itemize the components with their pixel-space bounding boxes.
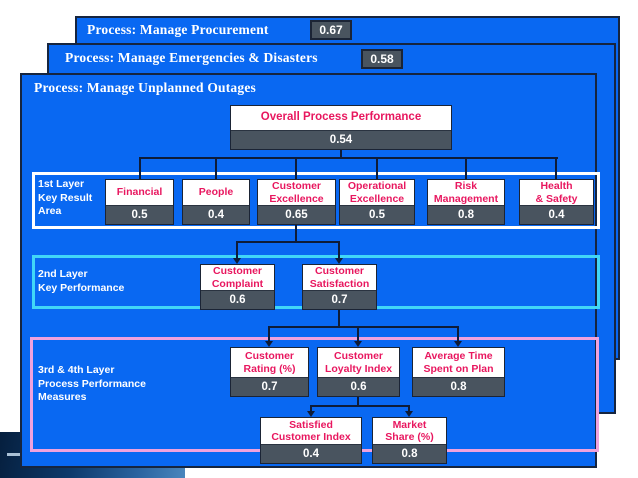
node-label: Customer Complaint bbox=[211, 265, 264, 290]
band-label-1st-layer: 1st Layer Key Result Area bbox=[38, 178, 93, 218]
connector-line bbox=[236, 241, 238, 258]
node-label: Market Share (%) bbox=[385, 418, 434, 443]
node-financial: Financial 0.5 bbox=[105, 179, 174, 225]
connector-line bbox=[357, 326, 359, 341]
connector-arrow bbox=[265, 341, 273, 347]
node-customer-excellence: Customer Excellence 0.65 bbox=[257, 179, 336, 225]
connector-arrow bbox=[307, 411, 315, 417]
connector-line bbox=[408, 405, 410, 412]
node-value: 0.4 bbox=[261, 444, 361, 463]
connector-line bbox=[457, 326, 459, 341]
node-value: 0.7 bbox=[231, 377, 308, 396]
node-value: 0.5 bbox=[340, 205, 414, 224]
node-value: 0.8 bbox=[373, 444, 446, 463]
node-value: 0.4 bbox=[520, 205, 593, 224]
node-label: Risk Management bbox=[433, 180, 499, 205]
node-label: Customer Satisfaction bbox=[309, 265, 370, 290]
node-label: Customer Excellence bbox=[269, 180, 324, 205]
node-value: 0.4 bbox=[183, 205, 249, 224]
band-label-2nd-layer: 2nd Layer Key Performance bbox=[38, 268, 125, 294]
node-value: 0.5 bbox=[106, 205, 173, 224]
score-badge-emergencies: 0.58 bbox=[361, 49, 403, 69]
connector-arrow bbox=[233, 258, 241, 264]
node-value: 0.8 bbox=[413, 377, 504, 396]
connector-line bbox=[465, 157, 467, 179]
node-satisfied-customer-index: Satisfied Customer Index 0.4 bbox=[260, 417, 362, 464]
connector-line bbox=[338, 241, 340, 258]
score-badge-procurement: 0.67 bbox=[310, 20, 352, 40]
node-label: Operational Excellence bbox=[347, 180, 407, 205]
node-label: Financial bbox=[116, 186, 163, 199]
node-value: 0.7 bbox=[303, 290, 376, 309]
connector-line bbox=[295, 157, 297, 179]
node-value: 0.6 bbox=[318, 377, 399, 396]
node-customer-rating: Customer Rating (%) 0.7 bbox=[230, 347, 309, 397]
node-label: Customer Loyalty Index bbox=[324, 350, 393, 375]
node-market-share: Market Share (%) 0.8 bbox=[372, 417, 447, 464]
connector-arrow bbox=[405, 411, 413, 417]
connector-line bbox=[215, 157, 217, 179]
corner-dash bbox=[7, 453, 23, 456]
node-average-time-spent-on-plan: Average Time Spent on Plan 0.8 bbox=[412, 347, 505, 397]
connector-arrow bbox=[454, 341, 462, 347]
node-customer-loyalty-index: Customer Loyalty Index 0.6 bbox=[317, 347, 400, 397]
node-people: People 0.4 bbox=[182, 179, 250, 225]
connector-line bbox=[268, 326, 459, 328]
card-title-procurement: Process: Manage Procurement bbox=[87, 22, 269, 37]
connector-arrow bbox=[354, 341, 362, 347]
connector-line bbox=[295, 225, 297, 243]
connector-line bbox=[236, 241, 340, 243]
node-label: Health & Safety bbox=[535, 180, 578, 205]
node-label: Satisfied Customer Index bbox=[271, 418, 351, 443]
node-customer-complaint: Customer Complaint 0.6 bbox=[200, 264, 275, 310]
connector-line bbox=[376, 157, 378, 179]
connector-arrow bbox=[335, 258, 343, 264]
connector-line bbox=[338, 310, 340, 328]
node-risk-management: Risk Management 0.8 bbox=[427, 179, 505, 225]
card-title-unplanned-outages: Process: Manage Unplanned Outages bbox=[34, 80, 256, 95]
connector-line bbox=[139, 157, 141, 179]
connector-line bbox=[310, 405, 410, 407]
node-operational-excellence: Operational Excellence 0.5 bbox=[339, 179, 415, 225]
node-value: 0.54 bbox=[231, 130, 451, 149]
connector-line bbox=[310, 405, 312, 412]
band-1st-layer bbox=[32, 172, 600, 229]
node-value: 0.65 bbox=[258, 205, 335, 224]
node-overall-process-performance: Overall Process Performance 0.54 bbox=[230, 105, 452, 150]
card-title-emergencies: Process: Manage Emergencies & Disasters bbox=[65, 50, 318, 65]
process-card-unplanned-outages: Process: Manage Unplanned Outages bbox=[20, 73, 600, 468]
node-health-safety: Health & Safety 0.4 bbox=[519, 179, 594, 225]
connector-line bbox=[340, 150, 342, 159]
node-label: Customer Rating (%) bbox=[243, 350, 296, 375]
connector-line bbox=[555, 157, 557, 179]
connector-line bbox=[268, 326, 270, 341]
band-label-3rd-4th-layer: 3rd & 4th Layer Process Performance Meas… bbox=[38, 364, 146, 404]
connector-line bbox=[139, 157, 558, 159]
node-value: 0.8 bbox=[428, 205, 504, 224]
connector-line bbox=[357, 397, 359, 407]
node-label: Average Time Spent on Plan bbox=[423, 350, 494, 375]
node-label: People bbox=[198, 186, 234, 199]
node-value: 0.6 bbox=[201, 290, 274, 309]
node-customer-satisfaction: Customer Satisfaction 0.7 bbox=[302, 264, 377, 310]
node-label: Overall Process Performance bbox=[260, 111, 422, 124]
